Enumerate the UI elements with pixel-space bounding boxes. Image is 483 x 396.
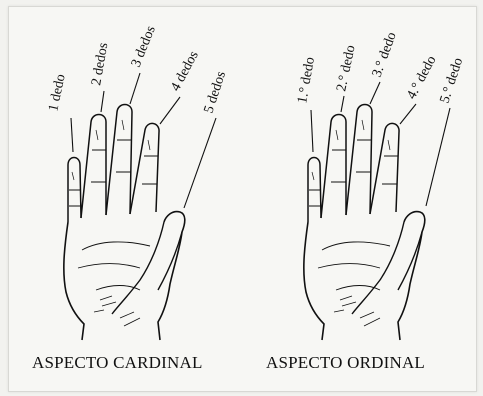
right-label-1: 1.° dedo <box>295 56 318 105</box>
caption-ordinal: ASPECTO ORDINAL <box>266 353 425 373</box>
right-label-3: 3.° dedo <box>370 30 400 79</box>
right-leader-lines <box>311 82 450 206</box>
left-label-2: 2 dedos <box>89 42 111 87</box>
right-label-2: 2.° dedo <box>334 44 358 93</box>
right-label-4: 4.° dedo <box>404 54 439 102</box>
right-label-5: 5.° dedo <box>438 56 467 105</box>
left-label-4: 4 dedos <box>168 49 202 94</box>
left-hand-drawing <box>64 105 185 341</box>
left-label-3: 3 dedos <box>129 24 159 70</box>
caption-cardinal: ASPECTO CARDINAL <box>32 353 203 373</box>
left-label-1: 1 dedo <box>46 73 69 113</box>
left-label-5: 5 dedos <box>202 70 230 116</box>
right-hand-drawing <box>304 105 425 341</box>
